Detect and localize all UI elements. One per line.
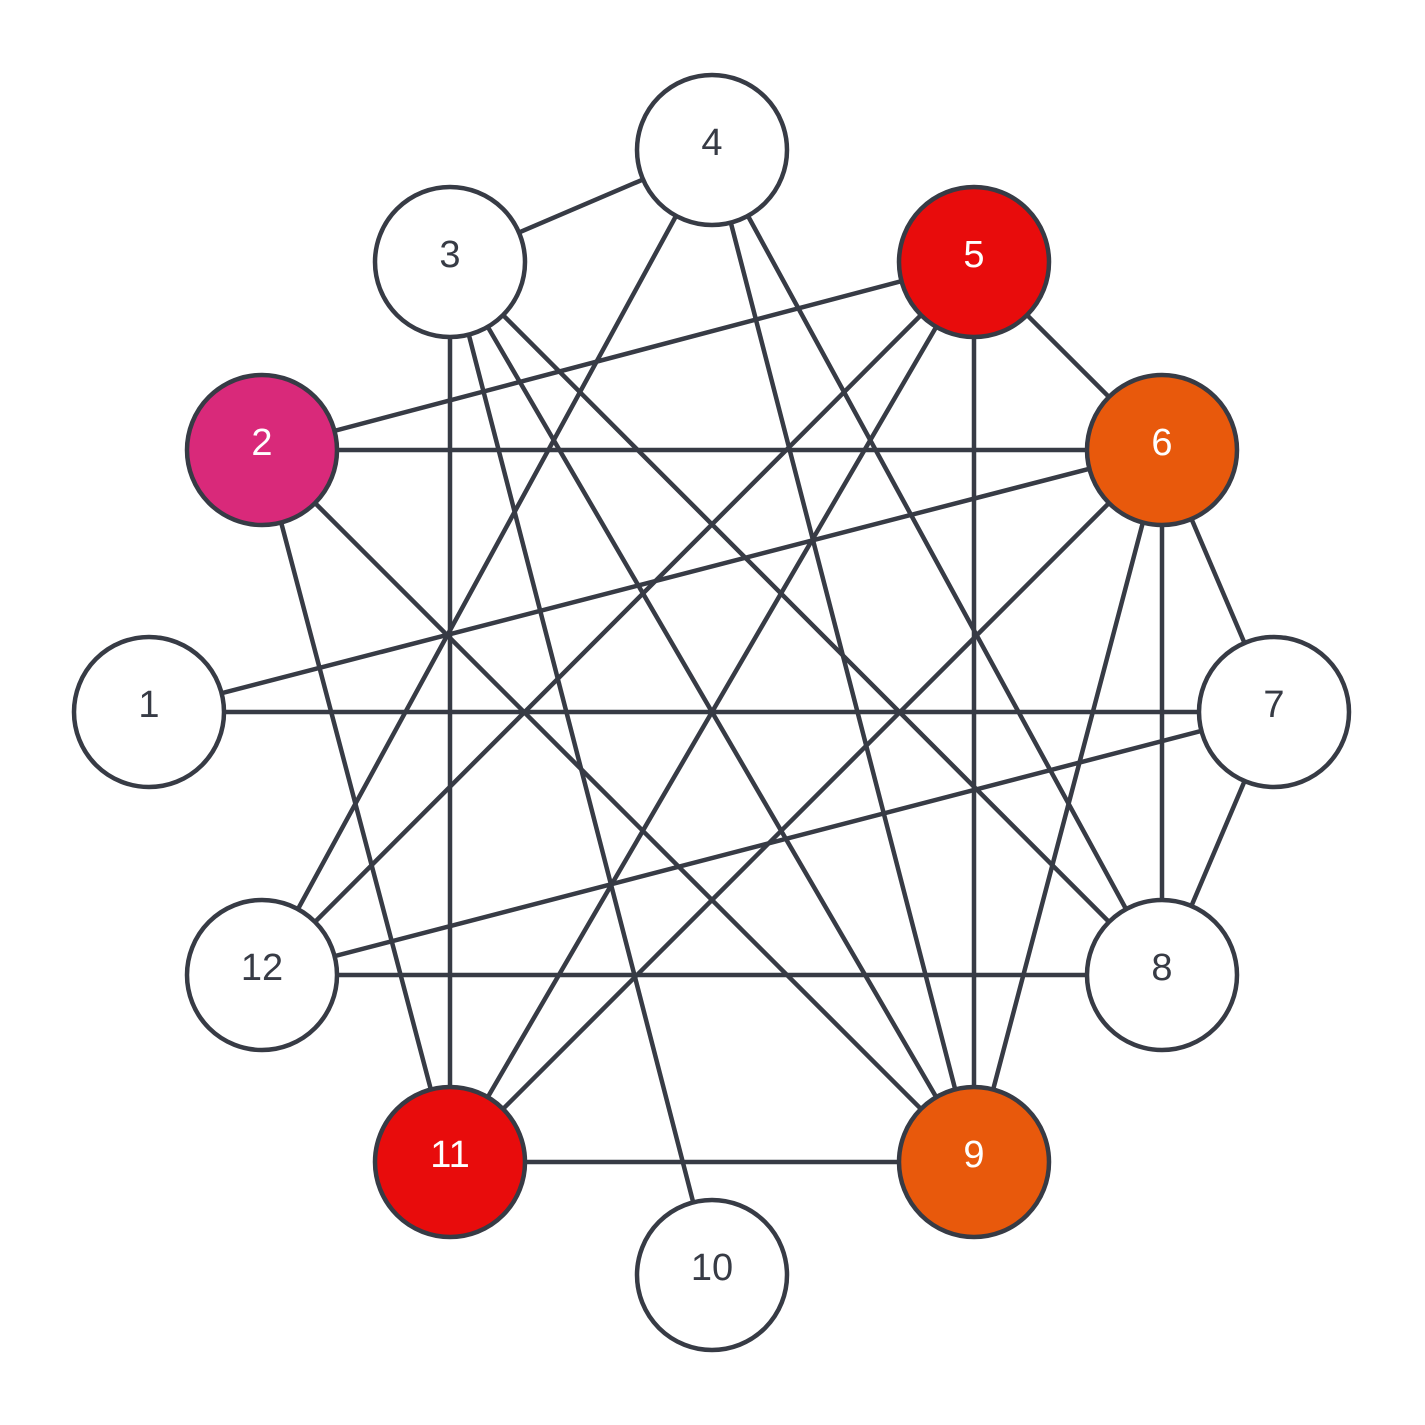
node-label-10: 10: [691, 1247, 733, 1289]
node-label-7: 7: [1263, 684, 1284, 726]
edge-2-11: [259, 449, 453, 1163]
node-circle-1: [71, 634, 227, 790]
node-7: 7: [1196, 634, 1352, 790]
node-2: 2: [184, 372, 340, 528]
node-label-2: 2: [251, 422, 272, 464]
node-label-1: 1: [138, 684, 159, 726]
node-label-9: 9: [963, 1134, 984, 1176]
node-circle-12: [184, 897, 340, 1053]
node-5: 5: [896, 184, 1052, 340]
node-circle-4: [634, 72, 790, 228]
node-circle-2: [184, 372, 340, 528]
edge-6-11: [448, 448, 1164, 1164]
node-label-6: 6: [1151, 422, 1172, 464]
node-label-5: 5: [963, 234, 984, 276]
node-circle-7: [1196, 634, 1352, 790]
node-label-3: 3: [439, 234, 460, 276]
edge-5-12: [260, 260, 976, 977]
edge-6-1: [148, 447, 1163, 715]
edge-3-8: [448, 260, 1164, 977]
node-circle-10: [634, 1197, 790, 1353]
node-9: 9: [896, 1084, 1052, 1240]
edge-4-8: [710, 148, 1164, 977]
edge-4-12: [260, 148, 714, 977]
edge-7-12: [261, 709, 1275, 978]
node-6: 6: [1084, 372, 1240, 528]
edge-2-9: [260, 448, 976, 1164]
node-8: 8: [1084, 897, 1240, 1053]
node-10: 10: [634, 1197, 790, 1353]
edge-2-5: [261, 259, 975, 453]
node-label-11: 11: [430, 1134, 469, 1176]
node-label-4: 4: [701, 122, 722, 164]
node-circle-11: [372, 1084, 528, 1240]
node-circle-3: [372, 184, 528, 340]
node-circle-9: [896, 1084, 1052, 1240]
node-4: 4: [634, 72, 790, 228]
edges-layer: [148, 147, 1277, 1276]
node-1: 1: [71, 634, 227, 790]
node-circle-5: [896, 184, 1052, 340]
node-12: 12: [184, 897, 340, 1053]
edge-6-9: [971, 449, 1165, 1163]
node-11: 11: [372, 1084, 528, 1240]
node-3: 3: [372, 184, 528, 340]
node-label-8: 8: [1151, 947, 1172, 989]
node-label-12: 12: [241, 947, 283, 989]
node-circle-8: [1084, 897, 1240, 1053]
node-circle-6: [1084, 372, 1240, 528]
